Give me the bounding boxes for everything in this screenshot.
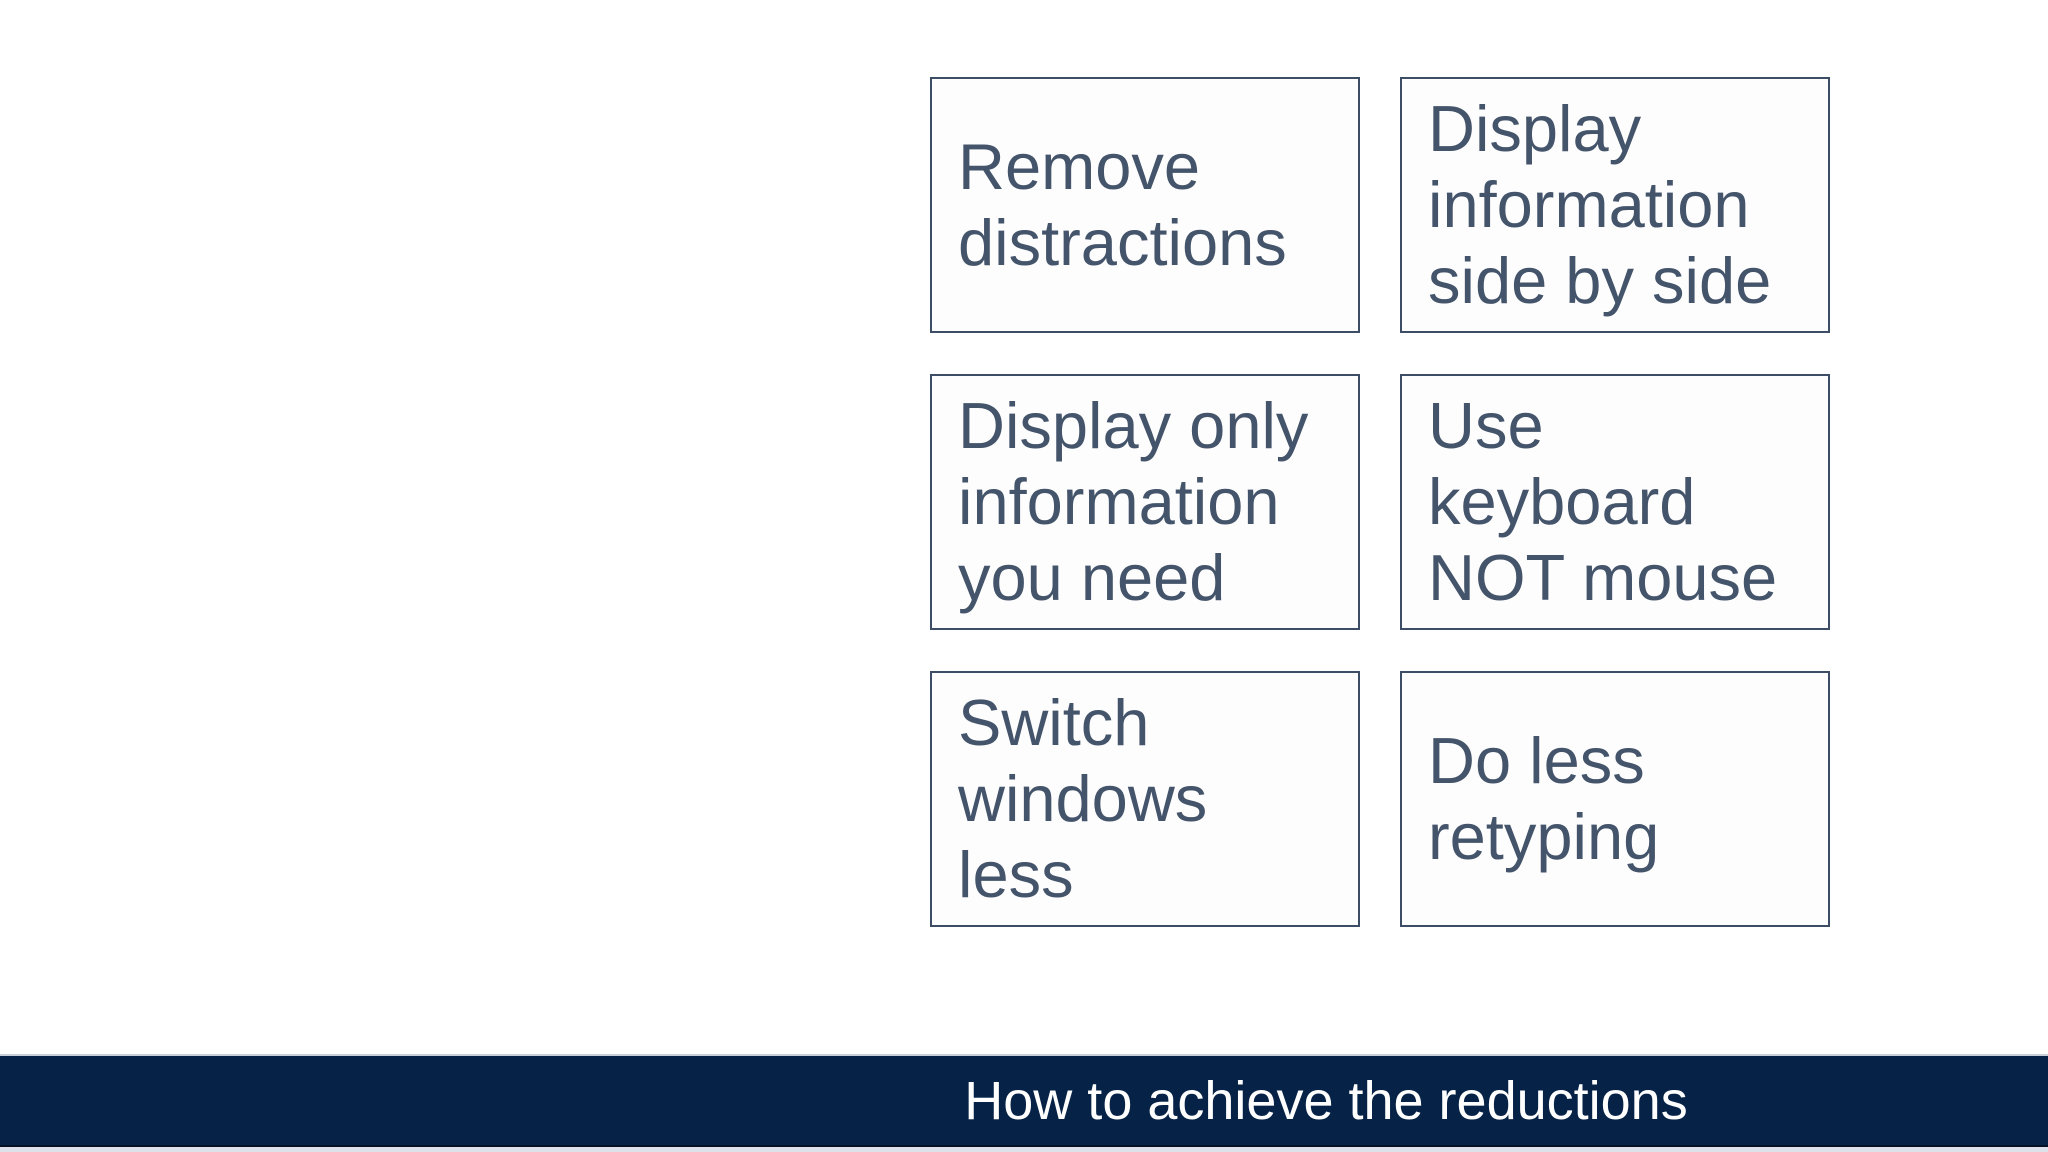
card-switch-windows-less: Switch windows less: [930, 671, 1360, 927]
cards-grid: Remove distractions Display information …: [930, 77, 1830, 927]
footer-title: How to achieve the reductions: [964, 1070, 1688, 1131]
footer-title-area: How to achieve the reductions: [604, 1056, 2048, 1145]
footer-banner: How to achieve the reductions: [0, 1054, 2048, 1148]
card-label: Remove distractions: [958, 130, 1287, 279]
card-label: Switch windows less: [958, 686, 1208, 911]
card-label: Use keyboard NOT mouse: [1428, 389, 1778, 614]
card-do-less-retyping: Do less retyping: [1400, 671, 1830, 927]
card-display-side-by-side: Display information side by side: [1400, 77, 1830, 333]
bottom-edge-strip: [0, 1147, 2048, 1152]
card-use-keyboard-not-mouse: Use keyboard NOT mouse: [1400, 374, 1830, 630]
card-label: Display information side by side: [1428, 92, 1772, 317]
card-display-only-needed-info: Display only information you need: [930, 374, 1360, 630]
card-label: Display only information you need: [958, 389, 1309, 614]
card-label: Do less retyping: [1428, 724, 1660, 873]
card-remove-distractions: Remove distractions: [930, 77, 1360, 333]
